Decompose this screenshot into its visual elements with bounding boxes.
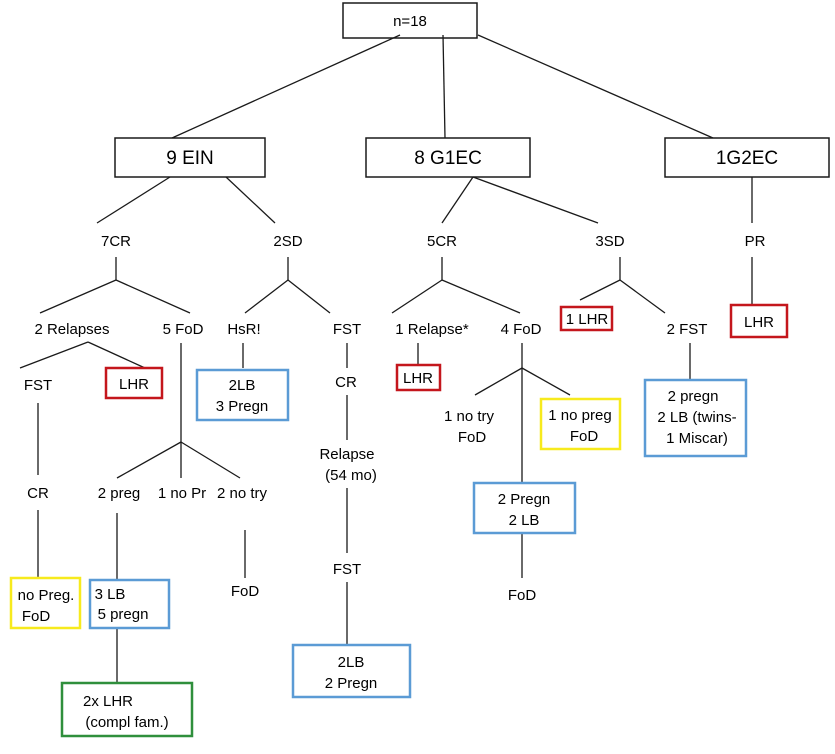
ein-sd-relapse-line-1: Relapse: [319, 446, 374, 463]
g1ec-cr-label: 5CR: [427, 233, 457, 250]
ein-sd-cr-label: CR: [335, 374, 357, 391]
ein-relapse-lhr-label: LHR: [119, 376, 149, 393]
root-label: n=18: [393, 13, 427, 30]
g1ec-fod-label: 4 FoD: [501, 321, 542, 338]
ein-hsr-result-line-2: 3 Pregn: [216, 398, 269, 415]
ein-relapse-cr-label: CR: [27, 485, 49, 502]
ein-preg-label: 2 preg: [98, 485, 141, 502]
ein-relapses-label: 2 Relapses: [34, 321, 109, 338]
ein-label: 9 EIN: [166, 148, 214, 169]
g2ec-pr-label: PR: [745, 233, 766, 250]
g1ec-no-preg-line-1: 1 no preg: [548, 407, 611, 424]
g1ec-relapse-lhr-box: [395, 363, 442, 392]
g2ec-label: 1G2EC: [716, 148, 778, 169]
g1ec-relapse-label: 1 Relapse*: [395, 321, 469, 338]
ein-fod-label: 5 FoD: [163, 321, 204, 338]
g1ec-relapse-lhr-label: LHR: [403, 370, 433, 387]
ein-no-preg-line-2: FoD: [22, 608, 51, 625]
ein-hsr-result-box: [195, 368, 290, 422]
labels: n=18 9 EIN 8 G1EC 1G2EC 7CR 2SD 2 Relaps…: [18, 13, 779, 731]
g1ec-box: [365, 137, 531, 178]
g1ec-lhr-label: 1 LHR: [566, 311, 609, 328]
ein-lb-preg-box: [88, 578, 171, 630]
ein-sd-final-line-2: 2 Pregn: [325, 675, 378, 692]
ein-compl-fam-line-1: 2x LHR: [83, 693, 133, 710]
ein-compl-fam-box: [60, 681, 194, 738]
g1ec-twins-line-3: 1 Miscar): [666, 430, 728, 447]
g1ec-no-preg-line-2: FoD: [570, 428, 599, 445]
ein-cr-label: 7CR: [101, 233, 131, 250]
root-box: [342, 2, 478, 39]
connector-lines: [19, 34, 753, 683]
g1ec-sd-label: 3SD: [595, 233, 624, 250]
ein-relapse-lhr-box: [104, 366, 164, 400]
g1ec-no-try-line-2: FoD: [458, 429, 487, 446]
ein-no-preg-box: [9, 576, 82, 630]
g1ec-label: 8 G1EC: [414, 148, 482, 169]
g1ec-pregn-lb-line-1: 2 Pregn: [498, 491, 551, 508]
g1ec-pregn-lb-line-2: 2 LB: [509, 512, 540, 529]
ein-sd-final-line-1: 2LB: [338, 654, 365, 671]
g1ec-pregn-lb-box: [472, 481, 577, 535]
g1ec-twins-line-2: 2 LB (twins-: [657, 409, 736, 426]
ein-sd-fst-label: FST: [333, 321, 361, 338]
g1ec-fst-label: 2 FST: [667, 321, 708, 338]
g1ec-pregn-fod-label: FoD: [508, 587, 537, 604]
ein-relapse-fst-label: FST: [24, 377, 52, 394]
ein-sd-label: 2SD: [273, 233, 302, 250]
ein-no-try-label: 2 no try: [217, 485, 268, 502]
ein-hsr-label: HsR!: [227, 321, 260, 338]
g2ec-lhr-box: [729, 303, 789, 339]
boxes: [9, 2, 830, 738]
ein-no-preg-line-1: no Preg.: [18, 587, 75, 604]
g1ec-lhr-box: [559, 305, 614, 332]
g1ec-twins-line-1: 2 pregn: [668, 388, 719, 405]
ein-no-pr-label: 1 no Pr: [158, 485, 206, 502]
ein-sd-final-box: [291, 643, 412, 699]
ein-lb-preg-line-2: 5 pregn: [98, 606, 149, 623]
ein-compl-fam-line-2: (compl fam.): [85, 714, 168, 731]
ein-sd-relapse-line-2: (54 mo): [325, 467, 377, 484]
ein-no-try-fod-label: FoD: [231, 583, 260, 600]
g2ec-lhr-label: LHR: [744, 314, 774, 331]
ein-lb-preg-line-1: 3 LB: [95, 586, 126, 603]
ein-box: [114, 137, 266, 178]
g1ec-no-preg-box: [539, 397, 622, 451]
ein-hsr-result-line-1: 2LB: [229, 377, 256, 394]
ein-sd-fst2-label: FST: [333, 561, 361, 578]
g2ec-box: [664, 137, 830, 178]
g1ec-no-try-line-1: 1 no try: [444, 408, 495, 425]
g1ec-twins-box: [643, 378, 748, 458]
